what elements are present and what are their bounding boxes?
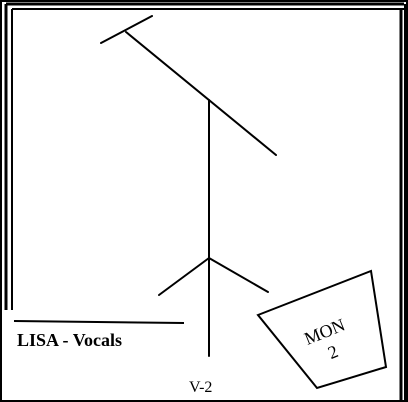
performer-label: LISA - Vocals [17, 330, 122, 350]
boom-mic-stand-icon [100, 15, 277, 357]
monitor-wedge-icon: MON 2 [256, 269, 388, 390]
performer-underline [13, 320, 185, 324]
input-channel-label: V-2 [189, 379, 212, 396]
